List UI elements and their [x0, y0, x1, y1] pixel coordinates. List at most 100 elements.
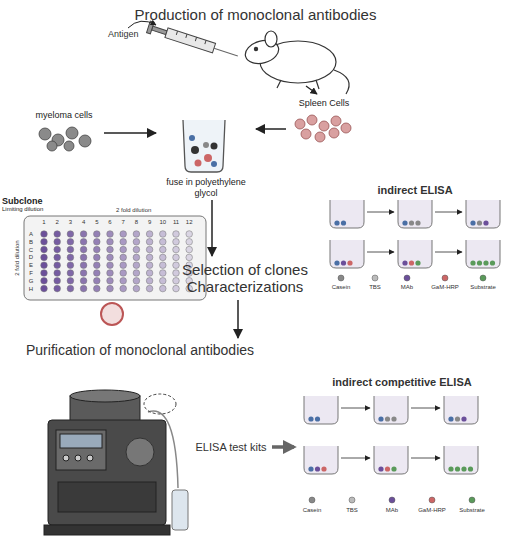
- well: [120, 254, 127, 261]
- reagent: [455, 416, 460, 421]
- well: [186, 231, 193, 238]
- well: [67, 278, 74, 285]
- cell: [331, 116, 341, 126]
- well: [94, 231, 101, 238]
- well: [67, 254, 74, 261]
- well: [94, 278, 101, 285]
- reagent: [461, 416, 466, 421]
- fusion-beaker-illustration: [183, 120, 225, 172]
- machine-button: [75, 455, 81, 461]
- well: [173, 262, 180, 269]
- elisa-well: [304, 396, 338, 424]
- plate-wells: [41, 231, 193, 292]
- step-arrow: [367, 252, 394, 253]
- well: [160, 239, 167, 246]
- elisa-well: [398, 200, 432, 228]
- legend-icon: [469, 497, 475, 503]
- well: [107, 270, 114, 277]
- well: [173, 278, 180, 285]
- machine-base: [44, 525, 170, 535]
- well: [120, 285, 127, 292]
- cell: [315, 132, 325, 142]
- diagram-label: 3: [69, 219, 72, 226]
- well: [41, 278, 48, 285]
- flow-arrow: [104, 132, 156, 134]
- cell: [329, 128, 339, 138]
- diagram-label: 9: [148, 219, 151, 226]
- reagent: [409, 220, 414, 225]
- well: [146, 254, 153, 261]
- node-text: Spleen Cells: [299, 98, 350, 108]
- diagram-label: 2 fold dilution: [116, 207, 151, 214]
- elisa-well: [466, 200, 500, 228]
- well: [54, 239, 61, 246]
- step-arrow: [341, 408, 370, 409]
- reagent: [315, 416, 320, 421]
- well: [41, 246, 48, 253]
- well: [173, 239, 180, 246]
- diagram-label: C: [29, 246, 33, 253]
- diagram-label: 2 fold dilution: [14, 240, 21, 275]
- well: [94, 270, 101, 277]
- well: [160, 270, 167, 277]
- cell: [301, 129, 311, 139]
- reagent: [415, 220, 420, 225]
- diagram-label: A: [29, 231, 33, 238]
- machine-pump: [126, 438, 154, 466]
- beaker: [183, 120, 225, 172]
- reagent: [385, 466, 390, 471]
- reagent: [455, 466, 460, 471]
- well: [54, 270, 61, 277]
- diagram-label: 5: [95, 219, 98, 226]
- machine-drawer: [58, 482, 156, 512]
- legend-icon: [480, 275, 486, 281]
- mouse-tail: [334, 70, 349, 94]
- cell: [319, 121, 329, 131]
- syringe-plunger: [152, 26, 168, 34]
- reagent: [391, 416, 396, 421]
- syringe-needle: [214, 48, 238, 56]
- step-arrow: [411, 458, 440, 459]
- legend-icon: [349, 497, 355, 503]
- well: [54, 285, 61, 292]
- reagent: [341, 260, 346, 265]
- step-arrow: [435, 212, 462, 213]
- legend-icon: [372, 275, 378, 281]
- well: [107, 231, 114, 238]
- elisa-well: [466, 240, 500, 268]
- diagram-label: 12: [186, 219, 193, 226]
- syringe-illustration: [147, 21, 240, 61]
- well: [107, 262, 114, 269]
- node-text: Limiting dilution: [2, 206, 43, 213]
- well: [186, 254, 193, 261]
- well: [133, 270, 140, 277]
- well: [107, 254, 114, 261]
- flow-arrow: [256, 128, 286, 130]
- machine-button: [87, 455, 93, 461]
- legend-icon: [442, 275, 448, 281]
- cell: [211, 143, 218, 150]
- legend-icon: [309, 497, 315, 503]
- cell: [64, 141, 74, 151]
- cell: [189, 135, 195, 141]
- elisa-well: [444, 446, 478, 474]
- well: [160, 262, 167, 269]
- diagram-label: Casein: [332, 284, 351, 291]
- syringe-barrel: [165, 28, 216, 53]
- diagram-label: B: [29, 239, 33, 246]
- elisa-well: [374, 446, 408, 474]
- fusion-beaker: fuse in polyethylene glycol: [158, 114, 254, 198]
- diagram-label: 6: [108, 219, 111, 226]
- node-text: Characterizations: [187, 278, 304, 295]
- diagram-label: E: [29, 262, 33, 269]
- buffer-bottle: [172, 490, 188, 530]
- elisa-well: [330, 240, 364, 268]
- step-arrow: [411, 408, 440, 409]
- well: [67, 231, 74, 238]
- syringe-scale: [176, 31, 206, 44]
- plate-box: SubcloneLimiting dilution: [2, 196, 82, 218]
- reagent: [483, 260, 488, 265]
- diagram-label: Substrate: [470, 284, 496, 291]
- well: [80, 246, 87, 253]
